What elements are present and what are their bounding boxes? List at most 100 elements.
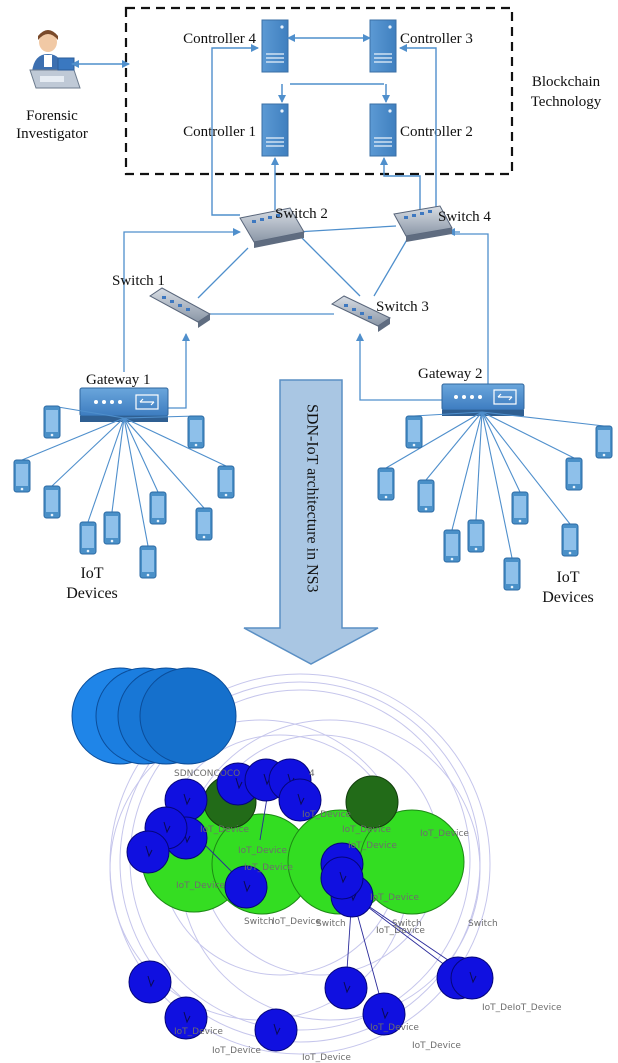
- blockchain-label-line1: Blockchain: [532, 74, 601, 90]
- phone-icon: [405, 415, 423, 449]
- gateway-icon-2: [441, 383, 525, 416]
- sim-label-iot: IoT_Device: [420, 829, 469, 839]
- sim-iot-glyph: [297, 793, 305, 806]
- sim-iot-glyph: [273, 1023, 281, 1036]
- gateway-label-1: Gateway 1: [86, 372, 151, 388]
- device-link: [111, 417, 125, 513]
- iot-devices-group-1: [13, 405, 235, 579]
- sim-label-overlap-right: IoT_DeIoT_Device: [482, 1003, 562, 1013]
- phone-icon: [511, 491, 529, 525]
- switch-icon-3: [330, 295, 392, 332]
- device-link: [481, 411, 521, 493]
- controller-label-1: Controller 1: [183, 124, 256, 140]
- sim-label-switch: Switch: [468, 919, 498, 929]
- switch-icon-1: [149, 287, 211, 328]
- investigator-label-line2: Investigator: [16, 126, 88, 142]
- phone-icon: [103, 511, 121, 545]
- phone-icon: [467, 519, 485, 553]
- phone-icon: [443, 529, 461, 563]
- sim-label-fragment-4: 4: [309, 769, 315, 779]
- sim-label-iot: IoT_Device: [176, 881, 225, 891]
- ns3-arrow: [243, 379, 379, 665]
- gateway-1-device-links: [21, 405, 227, 547]
- switch-label-1: Switch 1: [112, 273, 165, 289]
- phone-icon: [79, 521, 97, 555]
- sim-label-iot: IoT_Device: [348, 841, 397, 851]
- sim-label-overlap: SDNCONCOCO: [174, 769, 240, 779]
- controller-links: [278, 34, 390, 103]
- device-link: [451, 411, 483, 531]
- sim-label-switch: Switch: [244, 917, 274, 927]
- device-link: [123, 417, 205, 509]
- sim-controller-node: [139, 667, 237, 765]
- device-link: [481, 411, 571, 525]
- sim-label-iot: IoT_Device: [342, 825, 391, 835]
- sim-label-iot: IoT_Device: [302, 810, 351, 820]
- switch-mesh: [123, 225, 489, 409]
- phone-icon: [187, 415, 205, 449]
- blockchain-box: [124, 6, 514, 176]
- sim-label-iot: IoT_Device: [412, 1041, 461, 1051]
- device-link: [123, 417, 227, 467]
- switch-icon-4: [393, 205, 453, 242]
- device-link: [481, 411, 513, 559]
- sim-label-switch: Switch: [316, 919, 346, 929]
- sim-iot-glyph: [343, 981, 351, 994]
- investigator-label-line1: Forensic: [26, 108, 78, 124]
- device-link: [425, 411, 483, 481]
- iot-label-right-line2: Devices: [542, 589, 594, 606]
- sim-label-iot: IoT_Device: [376, 926, 425, 936]
- sim-label-iot: IoT_Device: [244, 863, 293, 873]
- gateway-label-2: Gateway 2: [418, 366, 483, 382]
- iot-label-right-line1: IoT: [556, 569, 579, 586]
- sim-gateway-node: [345, 775, 399, 829]
- sim-iot-nodes: [126, 758, 494, 1052]
- iot-label-left-line2: Devices: [66, 585, 118, 602]
- device-link: [51, 405, 125, 419]
- phone-icon: [139, 545, 157, 579]
- sim-label-iot: IoT_Device: [272, 917, 321, 927]
- device-link: [123, 417, 149, 547]
- controller-server-2: [369, 103, 397, 157]
- sim-label-iot: IoT_Device: [174, 1027, 223, 1037]
- iot-label-left-line1: IoT: [80, 565, 103, 582]
- phone-icon: [561, 523, 579, 557]
- blockchain-label-line2: Technology: [531, 94, 602, 110]
- sim-iot-glyph: [243, 880, 251, 893]
- phone-icon: [195, 507, 213, 541]
- iot-devices-group-2: [377, 415, 613, 591]
- phone-icon: [149, 491, 167, 525]
- phone-icon: [417, 479, 435, 513]
- sim-label-switch: Switch: [392, 919, 422, 929]
- sim-label-iot: IoT_Device: [302, 1053, 351, 1063]
- ns3-simulation: SDNCONCOCO 4 IoT_Device IoT_Device IoT_D…: [71, 667, 562, 1063]
- switch-icon-2: [239, 207, 305, 248]
- sim-iot-glyph: [163, 821, 171, 834]
- switch-controller-links: [211, 44, 437, 216]
- sim-label-iot: IoT_Device: [238, 846, 287, 856]
- phone-icon: [43, 405, 61, 439]
- investigator-icon: [29, 30, 81, 89]
- sim-iot-glyph: [145, 845, 153, 858]
- sim-label-iot: IoT_Device: [370, 893, 419, 903]
- sim-iot-glyph: [339, 871, 347, 884]
- sim-iot-glyph: [147, 975, 155, 988]
- device-link: [481, 411, 605, 427]
- device-link: [51, 417, 125, 487]
- device-link: [123, 417, 159, 493]
- architecture-diagram: Forensic Investigator: [13, 6, 613, 665]
- sim-iot-glyph: [183, 793, 191, 806]
- phone-icon: [595, 425, 613, 459]
- controller-label-3: Controller 3: [400, 31, 473, 47]
- sim-label-iot: IoT_Device: [212, 1046, 261, 1056]
- device-link: [385, 411, 483, 469]
- switch-label-4: Switch 4: [438, 209, 491, 225]
- phone-icon: [377, 467, 395, 501]
- switch-label-3: Switch 3: [376, 299, 429, 315]
- sim-iot-glyph: [469, 971, 477, 984]
- controller-server-1: [261, 103, 289, 157]
- gateway-2-device-links: [385, 411, 605, 559]
- phone-icon: [13, 459, 31, 493]
- phone-icon: [565, 457, 583, 491]
